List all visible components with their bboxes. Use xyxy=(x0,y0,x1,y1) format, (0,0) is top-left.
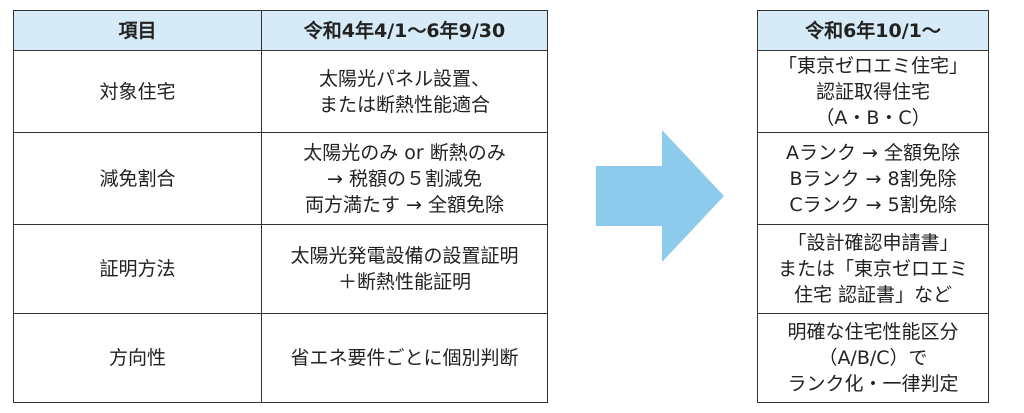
new-row-target: 「東京ゼロエミ住宅」 認証取得住宅 （A・B・C） xyxy=(758,51,988,133)
comparison-table-after: 令和6年10/1〜 「東京ゼロエミ住宅」 認証取得住宅 （A・B・C） Aランク… xyxy=(757,10,989,403)
row-value-target: 太陽光パネル設置、 または断熱性能適合 xyxy=(262,51,547,133)
row-value-proof: 太陽光発電設備の設置証明 ＋断熱性能証明 xyxy=(262,225,547,314)
header-new-period: 令和6年10/1〜 xyxy=(758,11,988,51)
row-item-direction: 方向性 xyxy=(14,314,262,402)
row-item-reduction: 減免割合 xyxy=(14,133,262,225)
new-row-proof: 「設計確認申請書」 または「東京ゼロエミ 住宅 認証書」など xyxy=(758,225,988,314)
new-row-direction: 明確な住宅性能区分 （A/B/C）で ランク化・一律判定 xyxy=(787,321,959,395)
row-value-direction: 省エネ要件ごとに個別判断 xyxy=(290,347,519,369)
row-item-target: 対象住宅 xyxy=(14,51,262,133)
new-row-reduction: Aランク → 全額免除 Bランク → 8割免除 Cランク → 5割免除 xyxy=(758,133,988,225)
right-arrow-icon xyxy=(596,130,724,262)
header-item: 項目 xyxy=(14,11,262,51)
row-value-reduction: 太陽光のみ or 断熱のみ → 税額の５割減免 両方満たす → 全額免除 xyxy=(262,133,547,225)
header-period: 令和4年4/1〜6年9/30 xyxy=(262,11,547,51)
comparison-table-before: 項目 令和4年4/1〜6年9/30 対象住宅 太陽光パネル設置、 または断熱性能… xyxy=(13,10,548,403)
row-item-proof: 証明方法 xyxy=(14,225,262,314)
